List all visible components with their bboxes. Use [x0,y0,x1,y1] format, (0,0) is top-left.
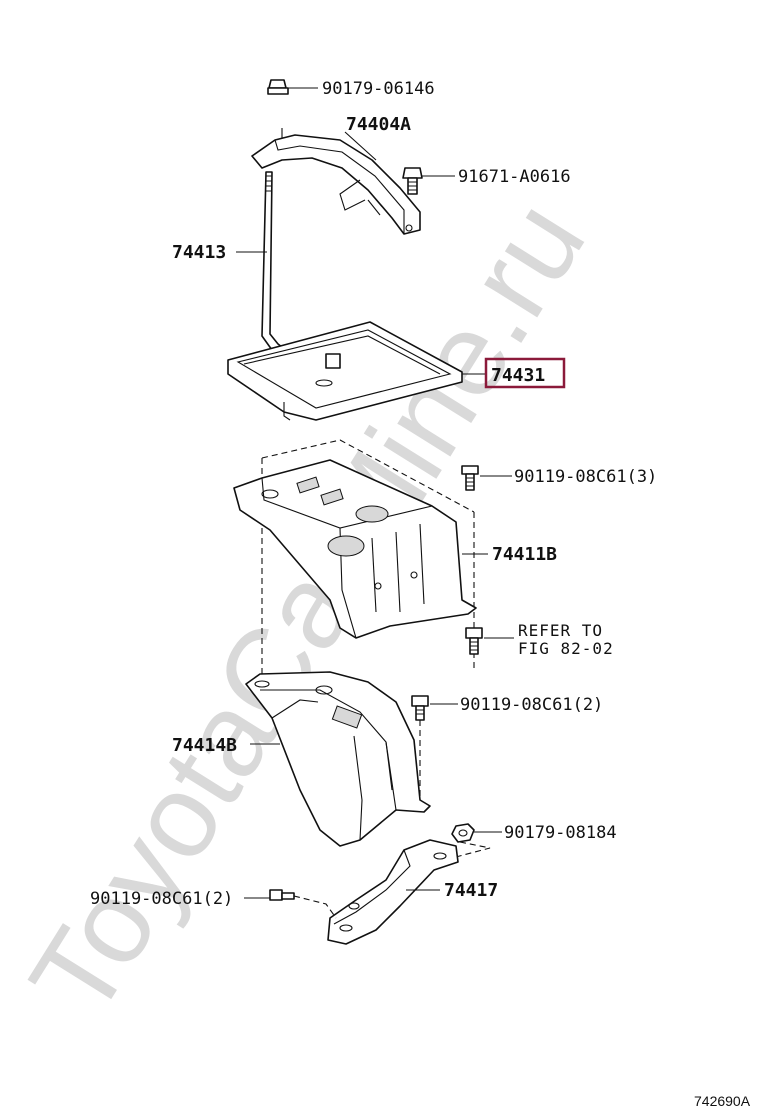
hold-down-rod-74413-icon [261,171,287,357]
bracket-74417-icon [327,839,459,945]
label-74411b: 74411B [492,544,557,565]
label-74414b: 74414B [172,735,237,756]
label-74431: 74431 [491,365,545,386]
bolt-91671-a0616-icon [402,167,423,195]
label-90179-06146: 90179-06146 [322,79,435,99]
bolt-90119-08c61-2-lower-icon [269,889,295,901]
label-90119-08c61-3: 90119-08C61(3) [514,467,657,487]
bolt-90119-08c61-2-upper-icon [411,695,429,721]
label-74404a: 74404A [346,114,411,135]
watermark-text: ToyotaCarMine.ru [5,179,610,1039]
highlight-box-74431 [484,357,566,389]
bolt-90119-08c61-3-icon [461,465,479,491]
nut-90179-08184-icon [451,823,475,843]
bolt-refer-fig-icon [465,627,483,655]
label-90119-08c61-2-lower: 90119-08C61(2) [90,889,233,909]
nut-90179-06146-icon [267,79,289,95]
battery-bracket-74414b-icon [245,671,431,847]
battery-clamp-74404a-icon [251,128,421,235]
battery-tray-74431-icon [227,321,463,421]
label-90179-08184: 90179-08184 [504,823,617,843]
diagram-code: 742690A [694,1093,751,1109]
label-74413: 74413 [172,242,226,263]
label-90119-08c61-2-upper: 90119-08C61(2) [460,695,603,715]
label-74417: 74417 [444,880,498,901]
label-refer-line1: REFER TO [518,621,603,640]
battery-cover-74411b-icon [233,459,477,639]
label-refer-line2: FIG 82-02 [518,639,614,658]
label-91671-a0616: 91671-A0616 [458,167,571,187]
